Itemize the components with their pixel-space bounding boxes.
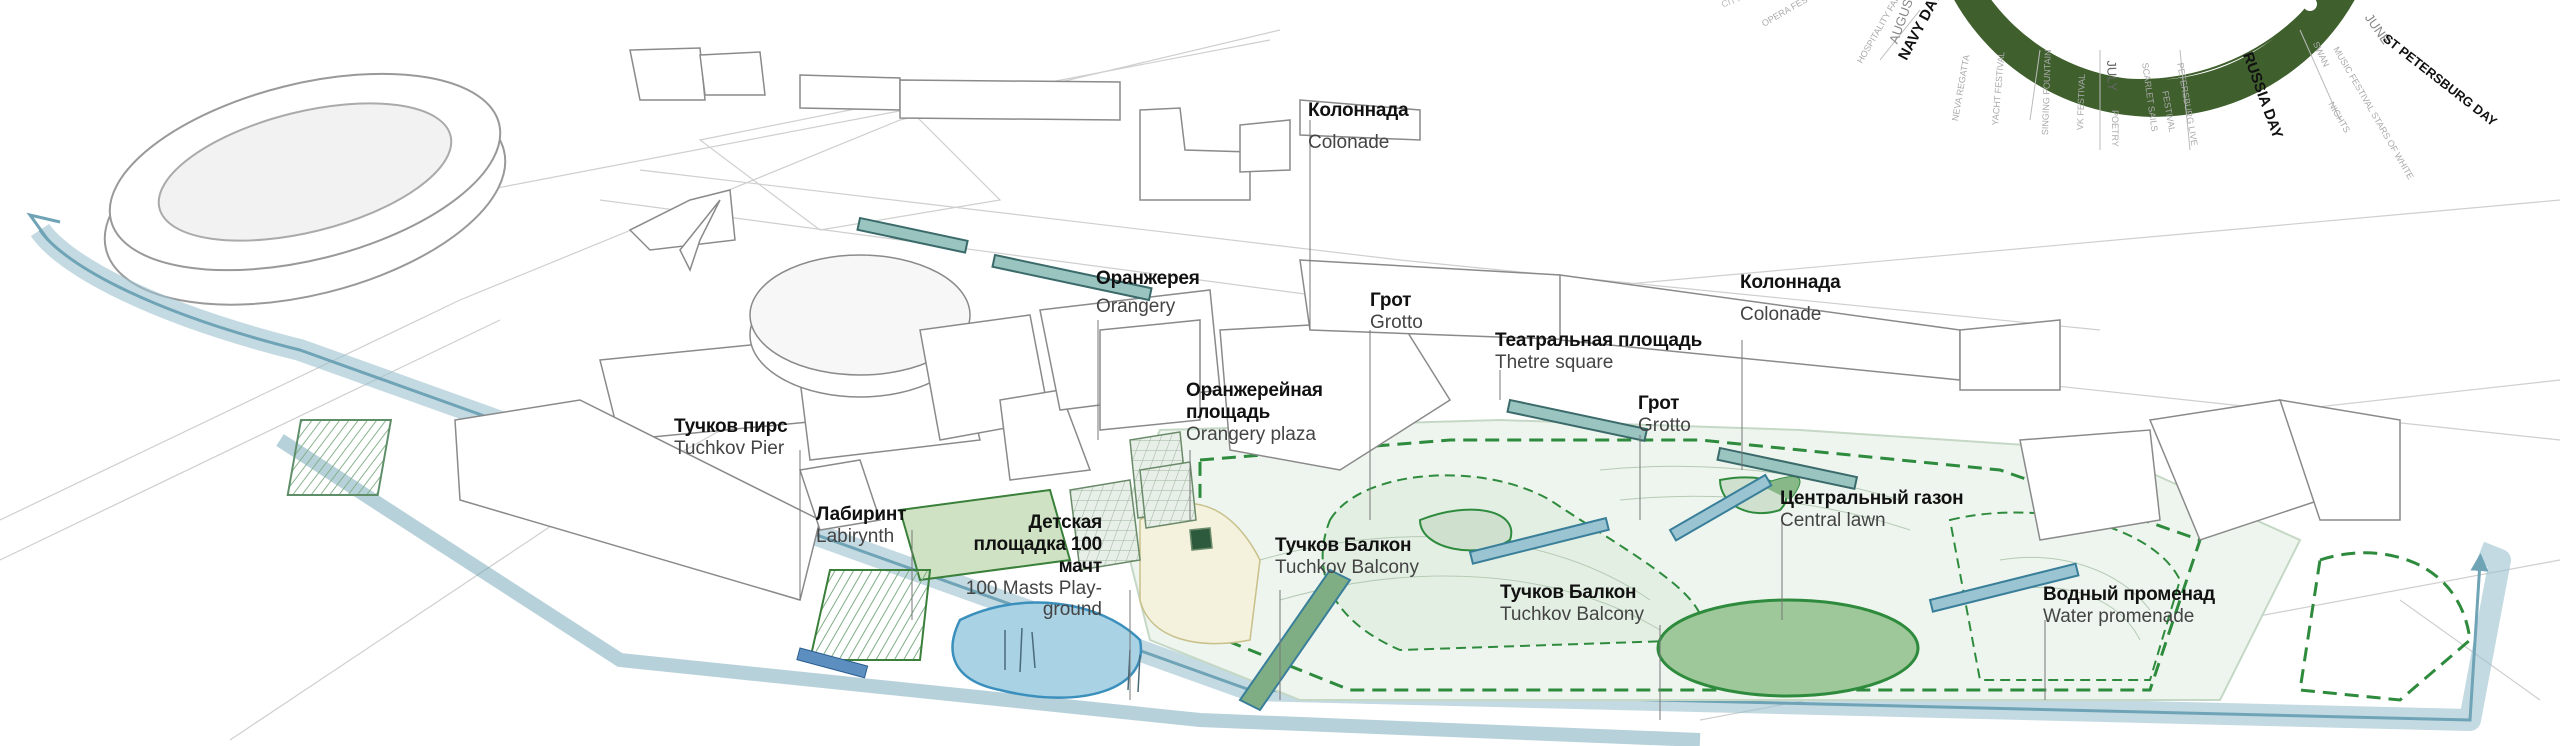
month-july: JULY (2104, 60, 2121, 92)
event-calendar-wheel (1879, 0, 2355, 151)
water-promenade (26, 212, 2511, 746)
wheel-small-label: VK FESTIVAL (2075, 73, 2087, 131)
balconies (1238, 473, 2080, 712)
north-buildings (628, 47, 1421, 251)
pavilion-bars (856, 216, 1859, 491)
leader-lines (799, 120, 2046, 720)
park-area (1118, 418, 2472, 702)
stadium (103, 72, 507, 306)
play-areas (286, 419, 1261, 699)
central-buildings (454, 199, 2401, 601)
wheel-small-label: POETRY (2110, 110, 2120, 147)
mast-structures (1069, 431, 1213, 571)
